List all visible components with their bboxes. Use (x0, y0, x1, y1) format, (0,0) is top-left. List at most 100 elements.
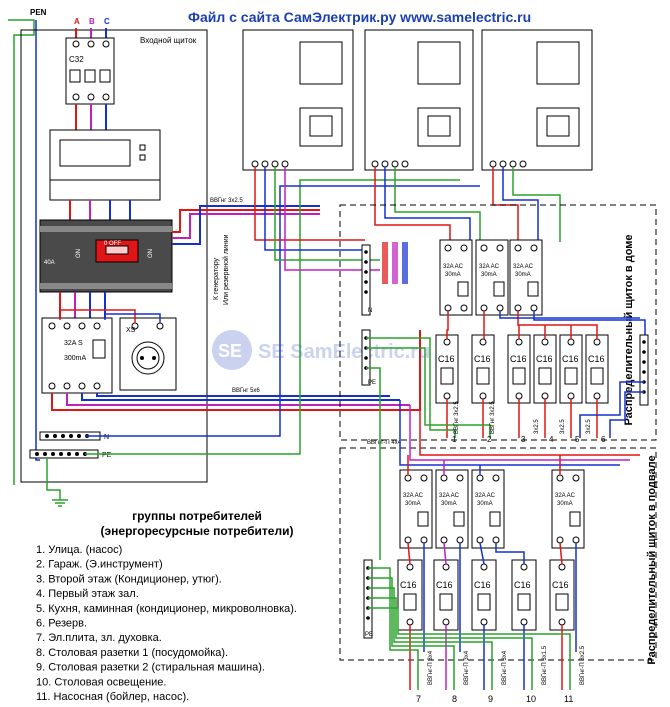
changeover-switch[interactable]: 0 OFF 40A ON ON (39, 219, 173, 293)
switch-state: 0 OFF (104, 241, 121, 247)
house-rcd-1-ma: 30mA (445, 272, 461, 278)
house-cable-2: ВВГнг 3х2.5 (490, 401, 496, 434)
basement-cable-3: ВВГнг-П 3х4 (502, 650, 508, 685)
basement-breaker-2[interactable]: C16 (433, 559, 459, 631)
house-breaker-2[interactable]: C16 (471, 334, 495, 404)
legend-title-2: (энергоресурсные потребители) (101, 524, 294, 538)
meter-3 (481, 29, 593, 171)
house-rcd-2-ma: 30mA (481, 272, 497, 278)
main-breaker[interactable]: C32 (65, 37, 115, 105)
legend-title-1: группы потребителей (132, 509, 262, 523)
group-number-8: 8 (452, 694, 457, 704)
basement-cable-2: ВВГнг-П 3х4 (464, 650, 470, 685)
house-breaker-3-label: C16 (510, 354, 527, 364)
switch-pos-2: ON (148, 249, 154, 258)
svg-text:SE: SE (218, 341, 242, 361)
house-breaker-3[interactable]: C16 (507, 334, 531, 404)
house-cable-4: 3х2.5 (560, 419, 566, 434)
house-n-bus: N (361, 244, 372, 316)
legend-item-5: 5. Кухня, каминная (кондиционер, микрово… (36, 603, 297, 615)
legend-item-2: 2. Гараж. (Э.инструмент) (36, 559, 163, 571)
page-title: Файл с сайта СамЭлектрик.ру www.samelect… (188, 9, 531, 25)
legend-item-1: 1. Улица. (насос) (36, 544, 122, 556)
house-rcd-2[interactable]: 32A AC 30mA (475, 239, 509, 316)
main-breaker-label: C32 (69, 55, 84, 64)
basement-breaker-1[interactable]: C16 (397, 559, 423, 631)
house-breaker-1-label: C16 (438, 354, 455, 364)
energy-meter (49, 129, 161, 201)
input-rcd[interactable]: 32A S 300mA (41, 317, 113, 394)
house-rcd-3-ma: 30mA (515, 272, 531, 278)
house-rcd-3-label: 32A AC (513, 264, 534, 270)
house-pe-label: PE (368, 380, 376, 386)
watermark-text: SE SamElectric.ru (258, 341, 430, 363)
basement-cable-5: ВВГнг-П 3х2.5 (580, 645, 586, 685)
basement-breaker-5[interactable]: C16 (549, 559, 575, 631)
group-number-2: 2 (487, 435, 492, 444)
socket-label: XS (126, 327, 136, 334)
group-number-6: 6 (601, 435, 606, 444)
basement-rcd-3[interactable]: 32A AC 30mA (471, 469, 505, 549)
basement-rcd-4-label: 32A AC (555, 493, 576, 499)
basement-rcd-2-ma: 30mA (441, 501, 457, 507)
basement-rcd-1-label: 32A AC (403, 493, 424, 499)
group-number-5: 5 (575, 435, 580, 444)
house-cable-3: 3х2.5 (534, 419, 540, 434)
group-number-4: 4 (549, 435, 554, 444)
basement-breaker-3[interactable]: C16 (471, 559, 497, 631)
legend-item-8: 8. Столовая разетки 1 (посудомойка). (36, 647, 228, 659)
house-breaker-1[interactable]: C16 (435, 334, 459, 404)
basement-panel-title: Распределительный щиток в подвале (646, 455, 658, 664)
input-pe-bus-label: PE (102, 452, 112, 459)
legend-item-11: 11. Насосная (бойлер, насос). (36, 691, 189, 703)
watermark: SE SE SamElectric.ru (212, 330, 430, 370)
group-number-7: 7 (416, 694, 421, 704)
house-cable-5: 3х2.5 (586, 419, 592, 434)
pen-label: PEN (30, 8, 47, 17)
phase-b-label: B (89, 17, 95, 26)
input-panel-box (20, 29, 208, 483)
group-number-10: 10 (526, 694, 536, 704)
switch-pos-1: ON (76, 249, 82, 258)
service-socket[interactable]: XS (119, 317, 177, 391)
basement-rcd-1-ma: 30mA (405, 501, 421, 507)
basement-pe-label: PE (365, 632, 373, 638)
basement-breaker-3-label: C16 (474, 580, 491, 590)
basement-breaker-4[interactable]: C16 (511, 559, 537, 631)
basement-breaker-1-label: C16 (400, 580, 417, 590)
legend-item-6: 6. Резерв. (36, 618, 87, 630)
legend-item-4: 4. Первый этаж зал. (36, 588, 139, 600)
basement-rcd-4[interactable]: 32A AC 30mA (551, 469, 585, 549)
basement-panel-box (339, 447, 657, 661)
house-cable-in: ВВГнг-П 4х4 (367, 440, 402, 446)
generator-label-2: Или резервной линии (222, 234, 230, 305)
legend-item-7: 7. Эл.плита, зл. духовка. (36, 632, 162, 644)
house-breaker-5-label: C16 (562, 354, 579, 364)
meter-2 (364, 29, 474, 171)
house-breaker-4[interactable]: C16 (533, 334, 557, 404)
house-rcd-1[interactable]: 32A AC 30mA (439, 239, 473, 316)
cable-top-label: ВВГнг 3х2.5 (210, 198, 243, 204)
group-number-3: 3 (521, 435, 526, 444)
basement-rcd-1[interactable]: 32A AC 30mA (399, 469, 433, 549)
basement-rcd-3-ma: 30mA (477, 501, 493, 507)
meter-1 (242, 29, 354, 171)
pen-neutral-wire (35, 20, 40, 461)
house-rcd-1-label: 32A AC (443, 264, 464, 270)
input-n-bus-label: N (104, 434, 109, 441)
input-rcd-ma: 300mA (64, 355, 87, 362)
house-panel-title: Распределительный щиток в доме (623, 234, 635, 425)
legend-item-3: 3. Второй этаж (Кондиционер, утюг). (36, 573, 222, 585)
input-rcd-label: 32A S (64, 340, 83, 347)
house-rcd-3[interactable]: 32A AC 30mA (509, 239, 543, 316)
pen-wire (8, 19, 35, 485)
house-breaker-6[interactable]: C16 (585, 334, 609, 404)
house-rcd-2-label: 32A AC (479, 264, 500, 270)
basement-pe-bus: PE (363, 559, 373, 639)
phase-a-label: A (74, 17, 80, 26)
house-breaker-5[interactable]: C16 (559, 334, 583, 404)
basement-rcd-2[interactable]: 32A AC 30mA (435, 469, 469, 549)
consumer-groups-legend: группы потребителей (энергоресурсные пот… (36, 509, 297, 703)
basement-cable-4: ВВГнг-П 3х1.5 (542, 645, 548, 685)
